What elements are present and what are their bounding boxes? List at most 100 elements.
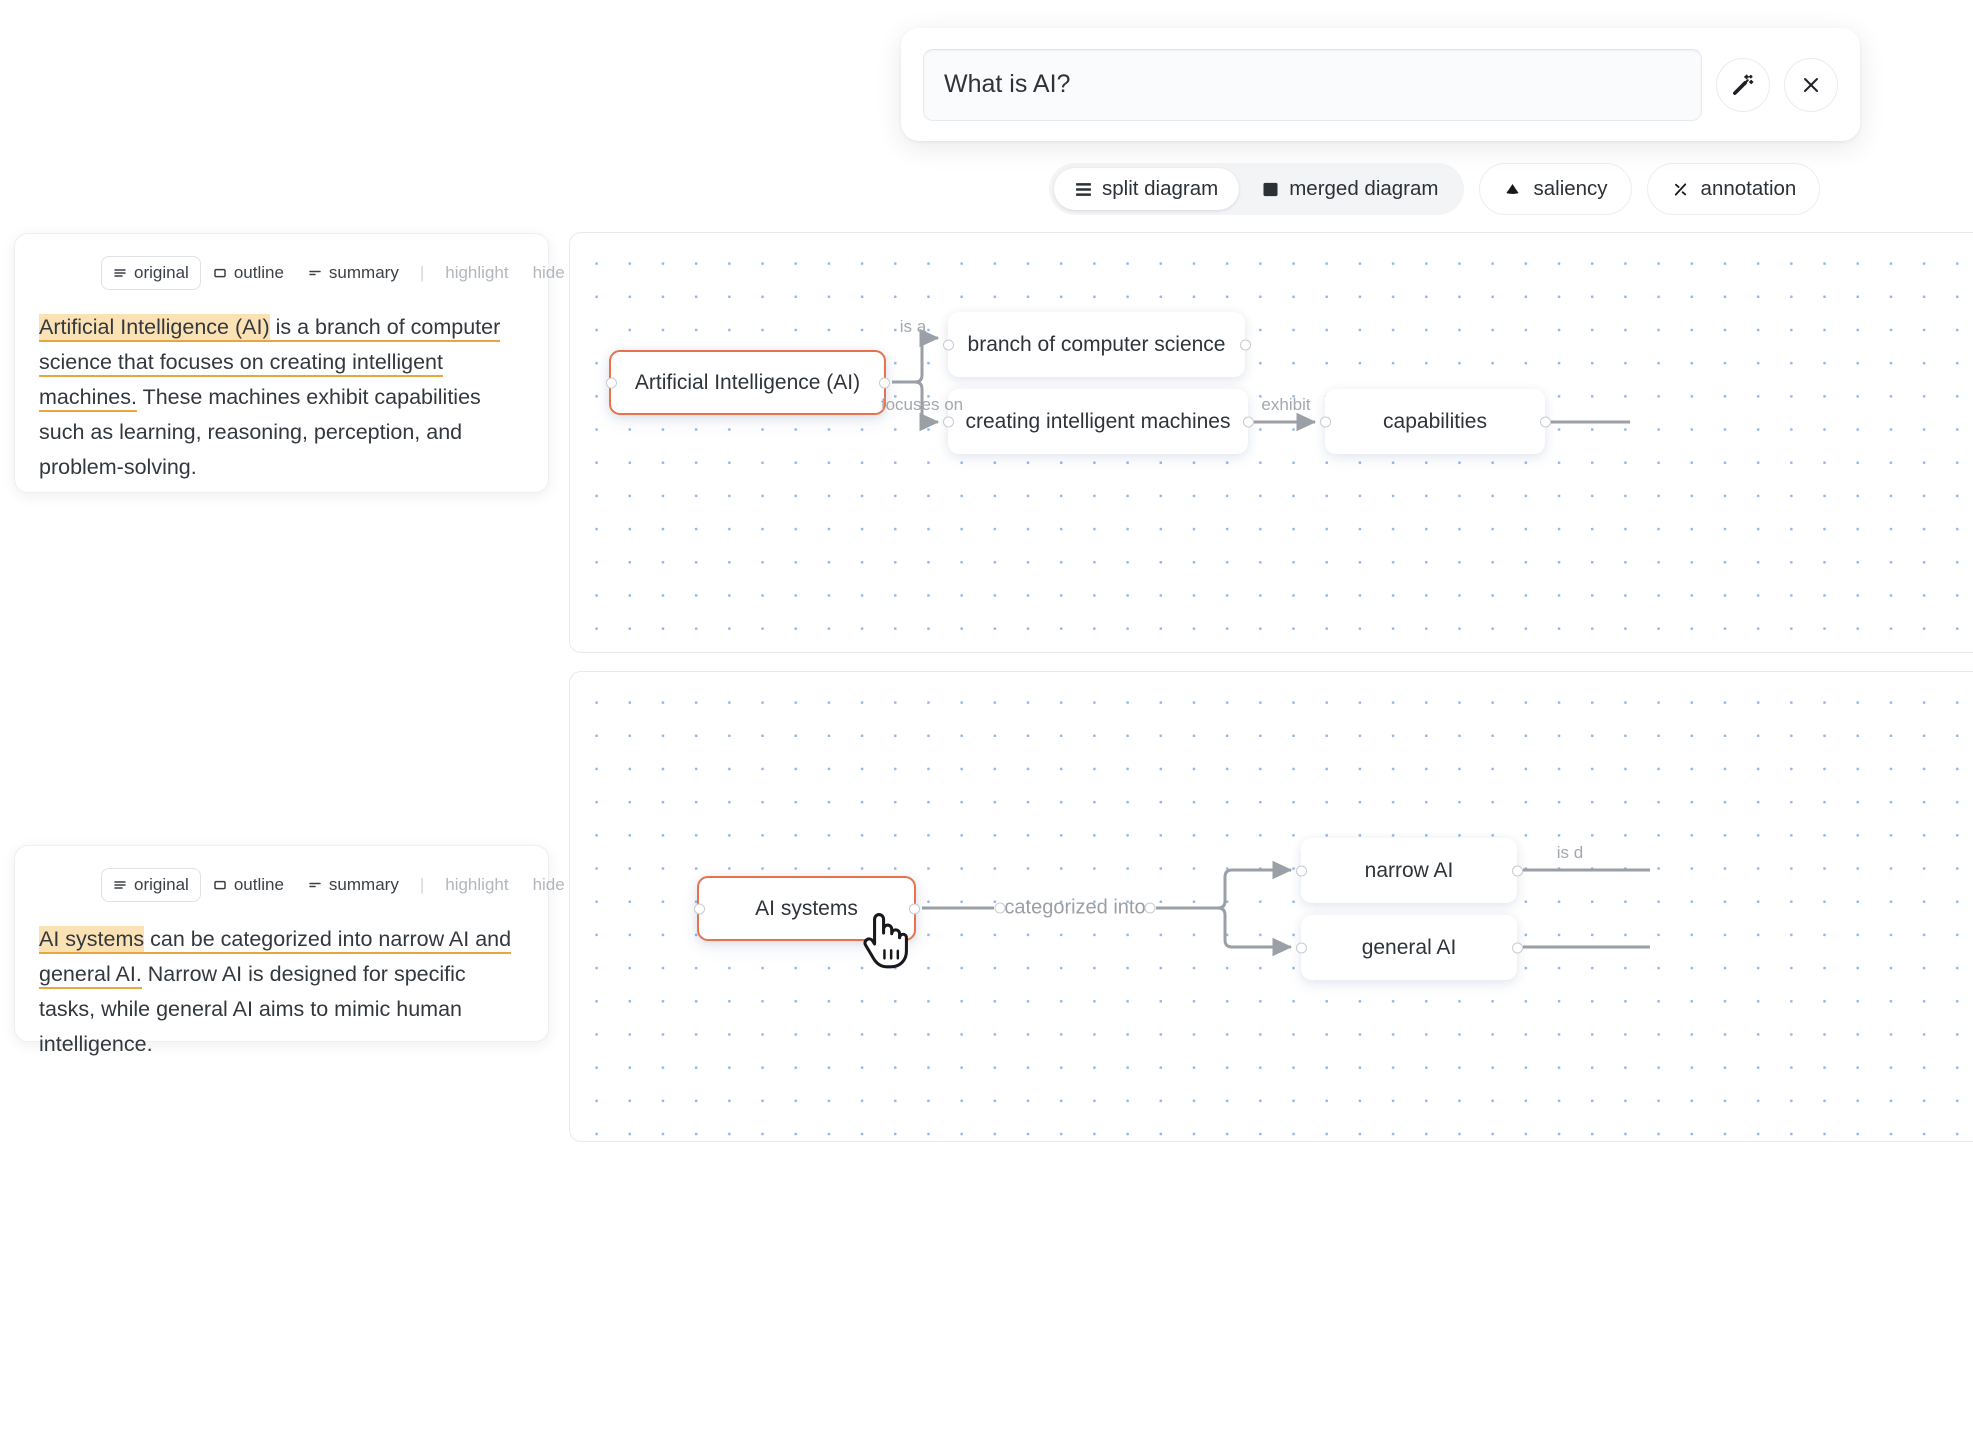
close-button[interactable] <box>1784 57 1838 112</box>
node-label: branch of computer science <box>967 332 1226 356</box>
toggle-highlight-button[interactable]: highlight <box>433 256 520 290</box>
edge-is-a <box>892 328 940 384</box>
highlighted-phrase: Artificial Intelligence (AI) <box>39 314 270 342</box>
mode-saliency[interactable]: saliency <box>1479 163 1632 215</box>
node-layer: AI systems narrow AI general AI categori… <box>570 672 1973 1141</box>
outline-icon <box>213 878 227 892</box>
node-handle-right[interactable] <box>1511 865 1523 876</box>
edge-label-handle-left[interactable] <box>994 902 1006 914</box>
search-input[interactable] <box>923 48 1702 121</box>
edge-label-categorized-into: categorized into <box>1004 896 1146 919</box>
edge-label-is-designed: is d <box>1556 843 1584 862</box>
node-handle-right[interactable] <box>1242 416 1254 427</box>
diagram-node-selected[interactable]: AI systems <box>693 876 920 941</box>
node-handle-left[interactable] <box>693 903 705 914</box>
card-text: Artificial Intelligence (AI) is a branch… <box>39 310 524 485</box>
edge-label-focuses-on: focuses on <box>880 395 964 414</box>
underlined-phrase: can be categorized into narrow AI and ge… <box>39 927 512 990</box>
node-label: capabilities <box>1383 409 1487 433</box>
mode-annotation-label: annotation <box>1700 177 1797 200</box>
node-handle-left[interactable] <box>1295 865 1307 876</box>
diagram-canvas-top[interactable]: Artificial Intelligence (AI) branch of c… <box>569 232 1973 653</box>
mode-split-diagram[interactable]: split diagram <box>1054 168 1240 210</box>
diagram-mode-group: split diagram merged diagram <box>1049 163 1465 215</box>
toolbar-separator: | <box>419 875 425 894</box>
view-original-button[interactable]: original <box>101 868 201 902</box>
generate-button[interactable] <box>1716 57 1770 112</box>
diagram-node[interactable]: general AI <box>1295 915 1523 980</box>
node-handle-right[interactable] <box>1511 942 1523 953</box>
edge-to-narrow <box>1156 860 1293 910</box>
view-original-button[interactable]: original <box>101 256 201 290</box>
edge-label-handle-right[interactable] <box>1144 902 1156 914</box>
diagram-node[interactable]: branch of computer science <box>942 312 1251 377</box>
underlined-phrase: is a branch of computer science that foc… <box>39 315 501 413</box>
edge-label-is-a: is a <box>899 317 927 336</box>
highlighted-phrase: AI systems <box>39 926 145 954</box>
view-outline-label: outline <box>233 875 284 894</box>
view-original-label: original <box>134 875 189 894</box>
card-text: AI systems can be categorized into narro… <box>39 922 524 1062</box>
annotation-icon <box>1671 180 1690 199</box>
toggle-highlight-button[interactable]: highlight <box>433 868 520 902</box>
node-label: narrow AI <box>1364 858 1454 882</box>
node-label: general AI <box>1361 935 1457 959</box>
source-text-card: original outline summary | <box>14 845 565 1056</box>
node-label: Artificial Intelligence (AI) <box>634 370 861 394</box>
diagram-node-selected[interactable]: Artificial Intelligence (AI) <box>605 350 890 415</box>
search-bar <box>901 28 1860 141</box>
card-toolbar: original outline summary | <box>39 868 565 902</box>
mode-annotation[interactable]: annotation <box>1646 163 1821 215</box>
view-summary-button[interactable]: summary <box>296 256 411 290</box>
toggle-hide-label: hide <box>532 875 565 894</box>
mode-merged-diagram[interactable]: merged diagram <box>1241 168 1459 210</box>
node-handle-left[interactable] <box>942 416 954 427</box>
node-handle-left[interactable] <box>1295 942 1307 953</box>
saliency-icon <box>1503 180 1522 199</box>
mode-split-diagram-label: split diagram <box>1102 177 1219 200</box>
plain-text: Narrow AI is designed for specific tasks… <box>39 962 466 1057</box>
node-handle-right[interactable] <box>1239 339 1251 350</box>
diagram-canvas-bottom[interactable]: AI systems narrow AI general AI categori… <box>569 671 1973 1142</box>
mode-merged-diagram-label: merged diagram <box>1289 177 1439 200</box>
edge-label-exhibit: exhibit <box>1261 395 1311 414</box>
toggle-hide-label: hide <box>532 263 565 282</box>
diagram-node[interactable]: capabilities <box>1319 389 1551 454</box>
mode-toolbar: split diagram merged diagram saliency <box>1049 163 1821 215</box>
plain-text: These machines exhibit capabilities such… <box>39 385 481 480</box>
node-label: AI systems <box>755 896 858 920</box>
view-outline-button[interactable]: outline <box>201 868 296 902</box>
node-layer: Artificial Intelligence (AI) branch of c… <box>570 233 1973 652</box>
outline-icon <box>213 266 227 280</box>
toolbar-separator: | <box>419 263 425 282</box>
node-label: creating intelligent machines <box>965 409 1231 433</box>
mode-saliency-label: saliency <box>1533 177 1608 200</box>
summary-icon <box>308 266 322 280</box>
view-summary-label: summary <box>328 875 399 894</box>
node-handle-right[interactable] <box>878 377 890 388</box>
view-original-label: original <box>134 263 189 282</box>
node-handle-left[interactable] <box>942 339 954 350</box>
split-diagram-icon <box>1075 181 1092 198</box>
toggle-hide-button[interactable]: hide <box>521 868 577 902</box>
edge-layer <box>892 328 1630 432</box>
close-icon <box>1799 73 1823 97</box>
magic-wand-icon <box>1730 72 1756 98</box>
view-summary-button[interactable]: summary <box>296 868 411 902</box>
node-handle-left[interactable] <box>605 377 617 388</box>
diagram-node[interactable]: creating intelligent machines <box>942 389 1254 454</box>
view-outline-button[interactable]: outline <box>201 256 296 290</box>
diagram-node[interactable]: narrow AI <box>1295 838 1523 903</box>
toggle-hide-button[interactable]: hide <box>521 256 577 290</box>
node-handle-right[interactable] <box>908 903 920 914</box>
node-handle-right[interactable] <box>1539 416 1551 427</box>
toggle-highlight-label: highlight <box>445 875 509 894</box>
original-icon <box>113 878 127 892</box>
view-summary-label: summary <box>328 263 399 282</box>
node-handle-left[interactable] <box>1319 416 1331 427</box>
view-outline-label: outline <box>233 263 284 282</box>
edge-to-general <box>1156 906 1293 957</box>
original-icon <box>113 266 127 280</box>
source-text-card: original outline summary | <box>14 233 565 493</box>
summary-icon <box>308 878 322 892</box>
